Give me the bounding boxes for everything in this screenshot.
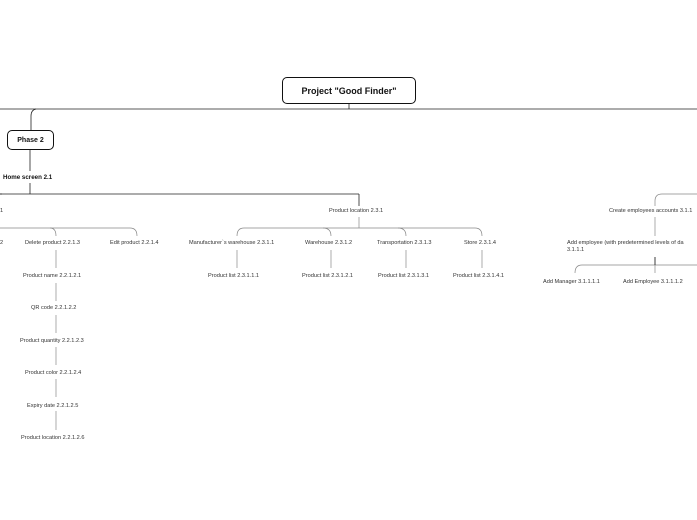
delete-product-node[interactable]: Delete product 2.2.1.3 — [25, 240, 81, 246]
product-list-warehouse[interactable]: Product list 2.3.1.2.1 — [302, 273, 353, 279]
product-list-transportation[interactable]: Product list 2.3.1.3.1 — [378, 273, 429, 279]
product-list-store[interactable]: Product list 2.3.1.4.1 — [453, 273, 504, 279]
location-transportation[interactable]: Transportation 2.3.1.3 — [377, 240, 432, 246]
field-product-location[interactable]: Product location 2.2.1.2.6 — [21, 435, 85, 441]
phase-node[interactable]: Phase 2 — [7, 130, 54, 150]
field-product-name[interactable]: Product name 2.2.1.2.1 — [23, 273, 82, 279]
field-product-color[interactable]: Product color 2.2.1.2.4 — [25, 370, 82, 376]
add-employee-child-node[interactable]: Add Employee 3.1.1.1.2 — [623, 279, 683, 285]
product-location-node[interactable]: Product location 2.3.1 — [329, 208, 384, 214]
location-manufacturer[interactable]: Manufacturer`s warehouse 2.3.1.1 — [189, 240, 275, 246]
add-employee-node-line1[interactable]: Add employee (with predetermined levels … — [567, 240, 684, 246]
field-expiry-date[interactable]: Expiry date 2.2.1.2.5 — [27, 403, 79, 409]
root-node[interactable]: Project "Good Finder" — [282, 77, 416, 104]
field-product-quantity[interactable]: Product quantity 2.2.1.2.3 — [20, 338, 84, 344]
location-store[interactable]: Store 2.3.1.4 — [464, 240, 497, 246]
product-list-manufacturer[interactable]: Product list 2.3.1.1.1 — [208, 273, 259, 279]
home-screen-node[interactable]: Home screen 2.1 — [3, 174, 53, 181]
field-qr-code[interactable]: QR code 2.2.1.2.2 — [31, 305, 77, 311]
create-accounts-node[interactable]: Create employees accounts 3.1.1 — [609, 208, 693, 214]
add-employee-node-line2: 3.1.1.1 — [567, 247, 585, 253]
add-manager-node[interactable]: Add Manager 3.1.1.1.1 — [543, 279, 600, 285]
cut-branch-label[interactable]: 1 — [0, 208, 4, 214]
location-warehouse[interactable]: Warehouse 2.3.1.2 — [305, 240, 353, 246]
edit-product-node[interactable]: Edit product 2.2.1.4 — [110, 240, 159, 246]
cut-branch-item[interactable]: 2 — [0, 240, 4, 246]
